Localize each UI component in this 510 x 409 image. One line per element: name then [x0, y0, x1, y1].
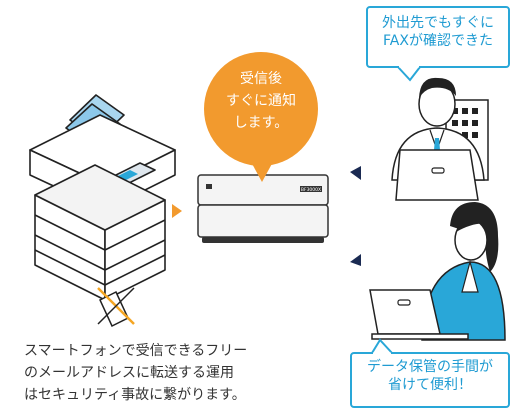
notification-circle: 受信後 すぐに通知 します。 — [204, 52, 318, 166]
bottom-bubble-line-1: データ保管の手間が — [367, 359, 493, 375]
top-speech-bubble: 外出先でもすぐに FAXが確認できた — [366, 6, 510, 68]
notification-line-3: します。 — [233, 115, 289, 131]
bottom-speech-bubble: データ保管の手間が 省けて便利！ — [350, 352, 510, 408]
businessman-with-laptop-icon — [391, 77, 489, 201]
caption-line-2: のメールアドレスに転送する運用 — [24, 365, 234, 381]
arrow-to-top-user-icon — [350, 166, 361, 180]
device-label: BF3000X — [301, 187, 321, 193]
caption-line-1: スマートフォンで受信できるフリー — [24, 343, 248, 359]
notification-line-2: すぐに通知 — [226, 93, 296, 109]
arrow-to-device-icon — [172, 204, 182, 218]
caption-line-3: はセキュリティ事故に繋がります。 — [24, 387, 246, 403]
businesswoman-with-laptop-icon — [369, 202, 506, 341]
no-smartphone-icon — [97, 287, 135, 328]
top-bubble-line-1: 外出先でもすぐに — [382, 15, 494, 31]
warning-caption: スマートフォンで受信できるフリー のメールアドレスに転送する運用 はセキュリティ… — [24, 340, 324, 406]
notification-line-1: 受信後 — [240, 71, 282, 87]
copier-machine-icon — [29, 94, 176, 301]
arrow-to-bottom-user-icon — [350, 254, 361, 266]
bottom-bubble-line-2: 省けて便利！ — [388, 377, 472, 393]
top-bubble-line-2: FAXが確認できた — [383, 33, 493, 49]
fax-server-device — [197, 174, 329, 243]
